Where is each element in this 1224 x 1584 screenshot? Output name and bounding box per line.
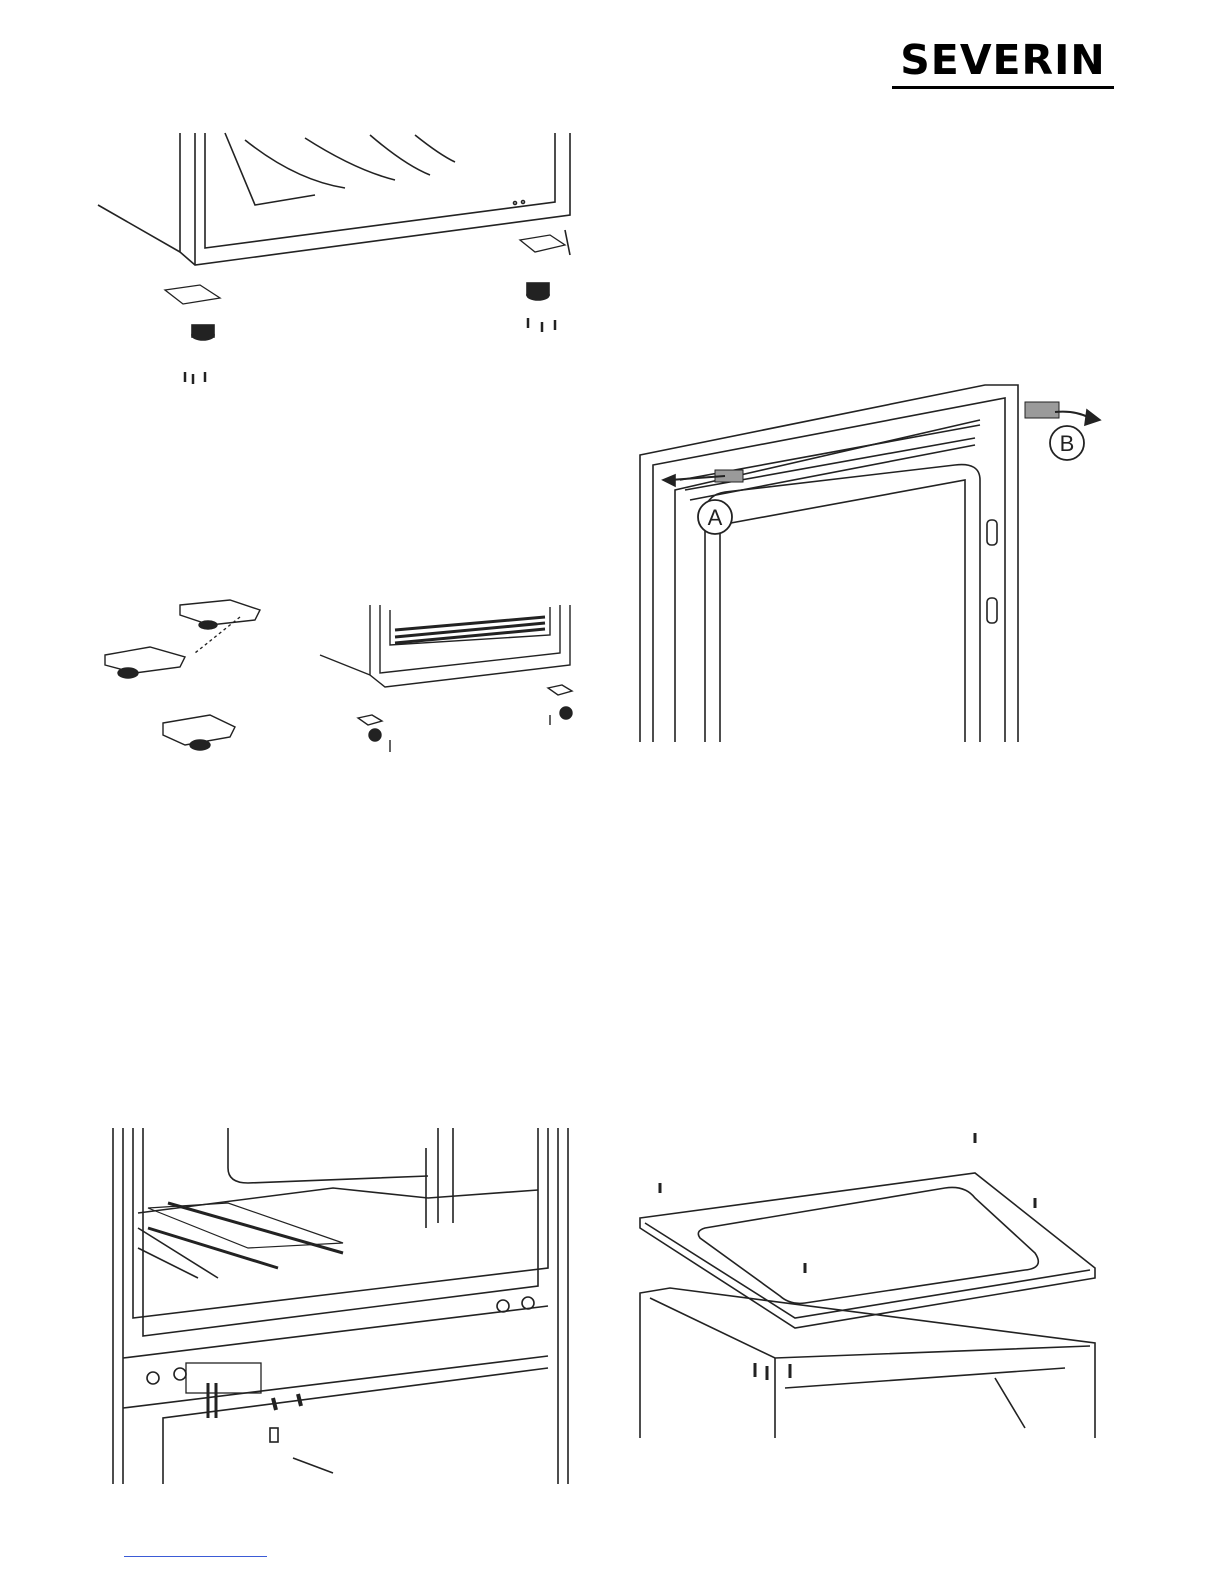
figure-feet-removal [95, 130, 585, 395]
figure-door-top-hinge: A B [635, 380, 1105, 742]
severin-logo: SEVERIN [892, 40, 1114, 89]
footer-link-underline[interactable] [124, 1556, 267, 1557]
figure-bottom-hinge [108, 1128, 573, 1484]
figure-top-cover [635, 1128, 1105, 1438]
callout-b: B [1060, 431, 1075, 456]
callout-a: A [708, 505, 723, 530]
figure-hinge-swap [100, 595, 585, 765]
